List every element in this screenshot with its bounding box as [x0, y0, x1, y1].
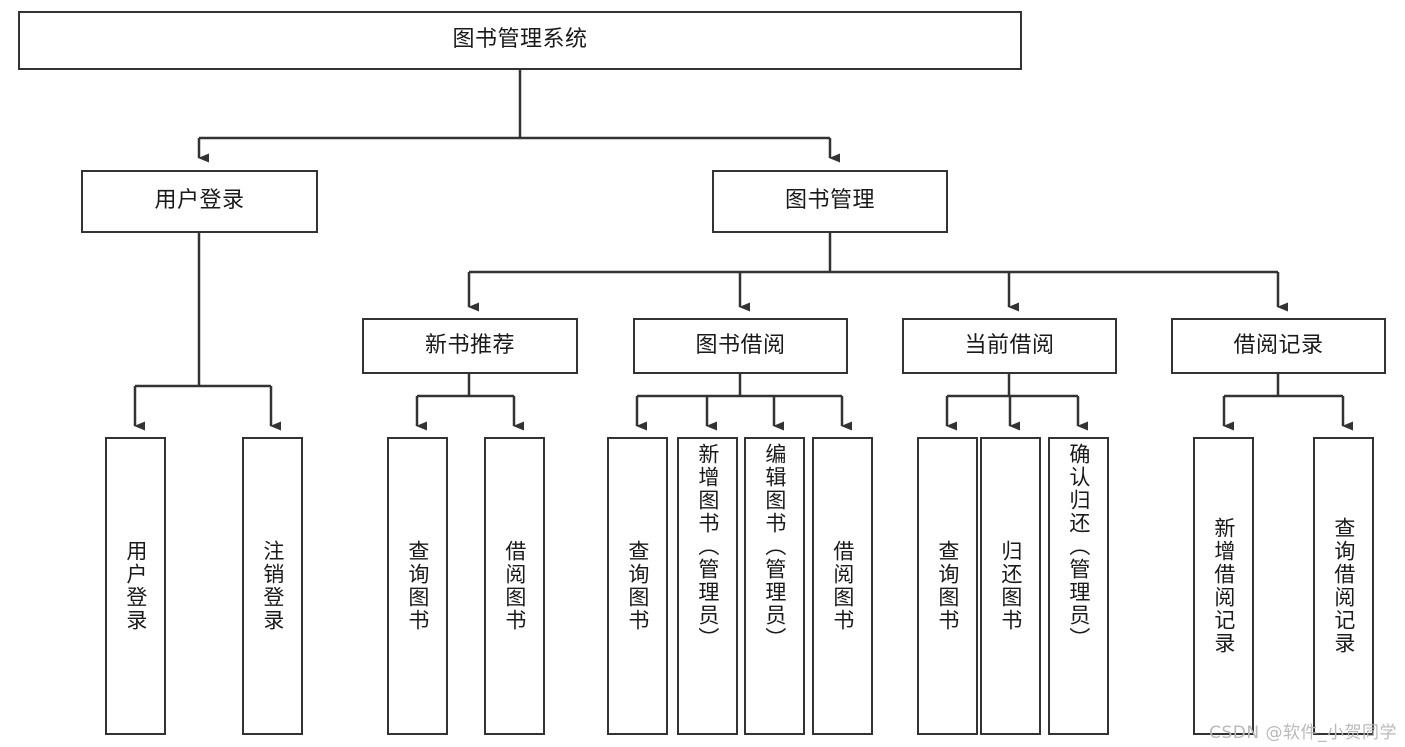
- node-current-borrow-label: 当前借阅: [964, 332, 1055, 358]
- node-book-management-label: 图书管理: [784, 188, 875, 214]
- node-leaf-query-book-2[interactable]: 查询图书: [607, 437, 668, 735]
- connectors-book-management: [467, 233, 1288, 312]
- connectors-new-book-recommend: [415, 374, 524, 431]
- node-root[interactable]: 图书管理系统: [18, 11, 1022, 70]
- node-current-borrow[interactable]: 当前借阅: [902, 318, 1117, 374]
- node-leaf-logout[interactable]: 注销登录: [242, 437, 303, 735]
- node-leaf-edit-book[interactable]: 编辑图书（管理员）: [744, 437, 805, 735]
- node-leaf-add-book-label: 新增图书（管理员）: [695, 443, 720, 650]
- node-leaf-query-record-label: 查询借阅记录: [1331, 517, 1356, 655]
- csdn-watermark: CSDN @软件_小贺同学: [1209, 723, 1397, 743]
- node-user-login-label: 用户登录: [154, 188, 245, 214]
- node-leaf-add-book[interactable]: 新增图书（管理员）: [677, 437, 738, 735]
- node-user-login[interactable]: 用户登录: [81, 170, 318, 233]
- node-leaf-borrow-book-1[interactable]: 借阅图书: [484, 437, 545, 735]
- node-leaf-user-login[interactable]: 用户登录: [105, 437, 166, 735]
- node-book-borrow-label: 图书借阅: [695, 332, 786, 358]
- connectors-book-borrow: [635, 374, 852, 431]
- node-leaf-query-book-1-label: 查询图书: [405, 540, 430, 632]
- node-leaf-borrow-book-2-label: 借阅图书: [830, 540, 855, 632]
- node-leaf-return-book-label: 归还图书: [998, 540, 1023, 632]
- node-new-book-recommend[interactable]: 新书推荐: [362, 318, 578, 374]
- node-leaf-edit-book-label: 编辑图书（管理员）: [762, 443, 787, 650]
- node-leaf-add-record-label: 新增借阅记录: [1211, 517, 1236, 655]
- connectors-current-borrow: [945, 374, 1088, 431]
- node-leaf-return-book[interactable]: 归还图书: [980, 437, 1041, 735]
- node-leaf-confirm-return[interactable]: 确认归还（管理员）: [1048, 437, 1109, 735]
- node-book-borrow[interactable]: 图书借阅: [633, 318, 848, 374]
- node-new-book-recommend-label: 新书推荐: [424, 332, 515, 358]
- node-borrow-record[interactable]: 借阅记录: [1171, 318, 1386, 374]
- node-leaf-query-book-2-label: 查询图书: [625, 540, 650, 632]
- node-root-label: 图书管理系统: [452, 27, 588, 53]
- node-leaf-query-book-1[interactable]: 查询图书: [387, 437, 448, 735]
- node-borrow-record-label: 借阅记录: [1233, 332, 1324, 358]
- node-leaf-query-record[interactable]: 查询借阅记录: [1313, 437, 1374, 735]
- node-book-management[interactable]: 图书管理: [712, 170, 948, 233]
- node-leaf-add-record[interactable]: 新增借阅记录: [1193, 437, 1254, 735]
- node-leaf-query-book-3-label: 查询图书: [935, 540, 960, 632]
- node-leaf-query-book-3[interactable]: 查询图书: [917, 437, 978, 735]
- node-leaf-logout-label: 注销登录: [260, 540, 285, 632]
- connectors-borrow-record: [1222, 374, 1353, 431]
- node-leaf-borrow-book-1-label: 借阅图书: [502, 540, 527, 632]
- node-leaf-borrow-book-2[interactable]: 借阅图书: [812, 437, 873, 735]
- connectors-user-login: [133, 233, 281, 431]
- node-leaf-user-login-label: 用户登录: [123, 540, 148, 632]
- connectors-root: [197, 70, 840, 163]
- node-leaf-confirm-return-label: 确认归还（管理员）: [1066, 443, 1091, 650]
